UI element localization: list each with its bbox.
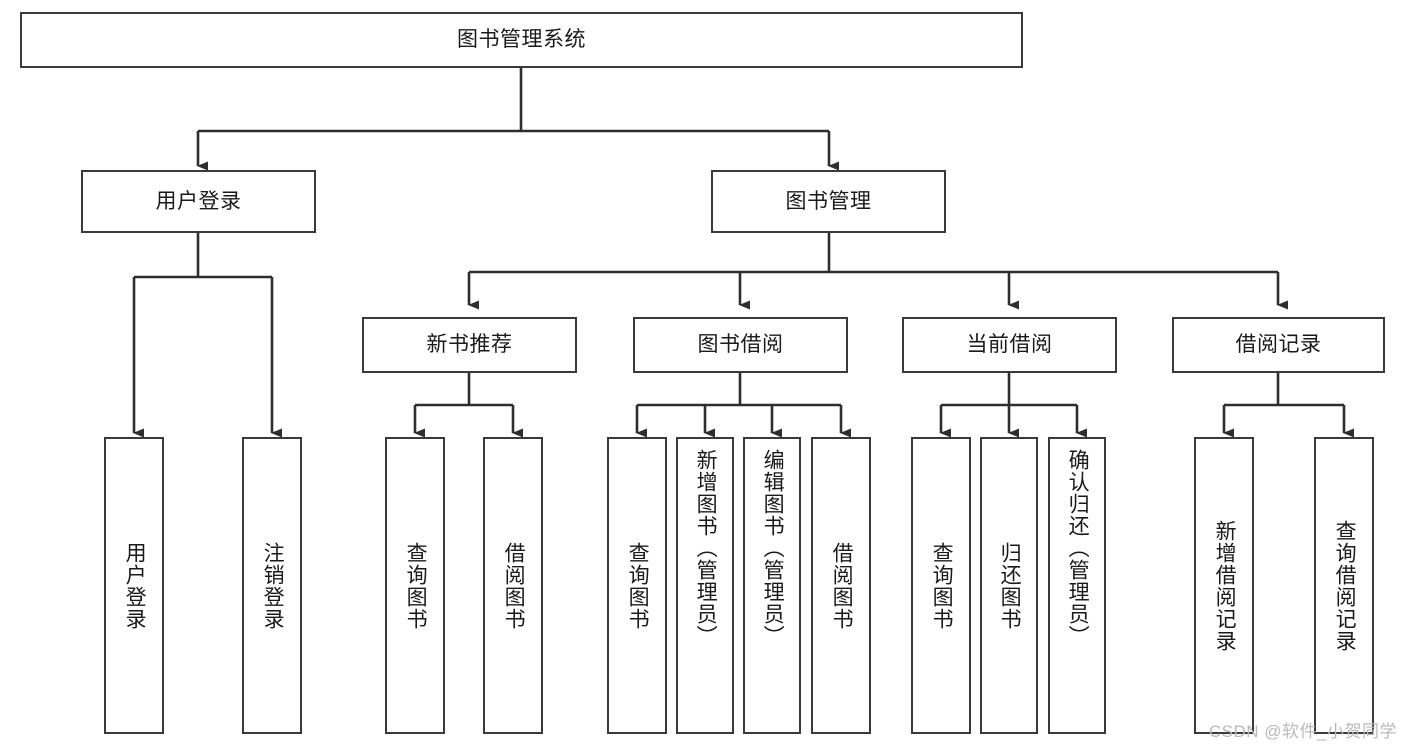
node-leaf-return-book-label: 归还图书 <box>998 541 1022 630</box>
node-leaf-borrow-book-1[interactable]: 借阅图书 <box>483 437 543 734</box>
node-leaf-query-book-1[interactable]: 查询图书 <box>385 437 445 734</box>
node-leaf-user-login[interactable]: 用户登录 <box>104 437 164 734</box>
node-leaf-add-book-label: 新增图书（管理员） <box>694 449 718 647</box>
node-root-label: 图书管理系统 <box>457 28 586 52</box>
node-leaf-edit-book-label: 编辑图书（管理员） <box>761 449 785 647</box>
node-root-book-management-system[interactable]: 图书管理系统 <box>20 12 1023 68</box>
watermark-text: CSDN @软件_小贺同学 <box>1208 722 1397 741</box>
node-leaf-add-record[interactable]: 新增借阅记录 <box>1194 437 1254 734</box>
node-leaf-borrow-book-1-label: 借阅图书 <box>502 541 526 630</box>
node-leaf-logout-label: 注销登录 <box>261 541 285 630</box>
node-book-management[interactable]: 图书管理 <box>711 170 946 233</box>
node-leaf-query-book-2[interactable]: 查询图书 <box>607 437 667 734</box>
node-leaf-borrow-book-2[interactable]: 借阅图书 <box>811 437 871 734</box>
node-leaf-add-record-label: 新增借阅记录 <box>1213 519 1237 652</box>
node-leaf-return-book[interactable]: 归还图书 <box>980 437 1038 734</box>
node-leaf-edit-book[interactable]: 编辑图书（管理员） <box>743 437 801 734</box>
node-leaf-confirm-return-label: 确认归还（管理员） <box>1066 449 1090 647</box>
node-book-borrow[interactable]: 图书借阅 <box>633 317 848 373</box>
node-leaf-query-record[interactable]: 查询借阅记录 <box>1314 437 1374 734</box>
node-new-book-recommend-label: 新书推荐 <box>426 333 513 357</box>
node-new-book-recommend[interactable]: 新书推荐 <box>362 317 577 373</box>
node-leaf-query-record-label: 查询借阅记录 <box>1333 519 1357 652</box>
node-leaf-query-book-1-label: 查询图书 <box>404 541 428 630</box>
node-leaf-confirm-return[interactable]: 确认归还（管理员） <box>1048 437 1106 734</box>
node-leaf-user-login-label: 用户登录 <box>123 541 147 630</box>
node-borrow-record[interactable]: 借阅记录 <box>1172 317 1385 373</box>
node-leaf-add-book[interactable]: 新增图书（管理员） <box>676 437 734 734</box>
node-book-management-label: 图书管理 <box>785 189 872 213</box>
node-borrow-record-label: 借阅记录 <box>1235 333 1322 357</box>
node-user-login-label: 用户登录 <box>155 189 242 213</box>
node-leaf-logout[interactable]: 注销登录 <box>242 437 302 734</box>
node-leaf-query-book-3[interactable]: 查询图书 <box>911 437 971 734</box>
node-user-login[interactable]: 用户登录 <box>81 170 316 233</box>
node-leaf-borrow-book-2-label: 借阅图书 <box>830 541 854 630</box>
node-leaf-query-book-3-label: 查询图书 <box>930 541 954 630</box>
node-current-borrow-label: 当前借阅 <box>966 333 1053 357</box>
node-leaf-query-book-2-label: 查询图书 <box>626 541 650 630</box>
node-current-borrow[interactable]: 当前借阅 <box>902 317 1117 373</box>
node-book-borrow-label: 图书借阅 <box>697 333 784 357</box>
